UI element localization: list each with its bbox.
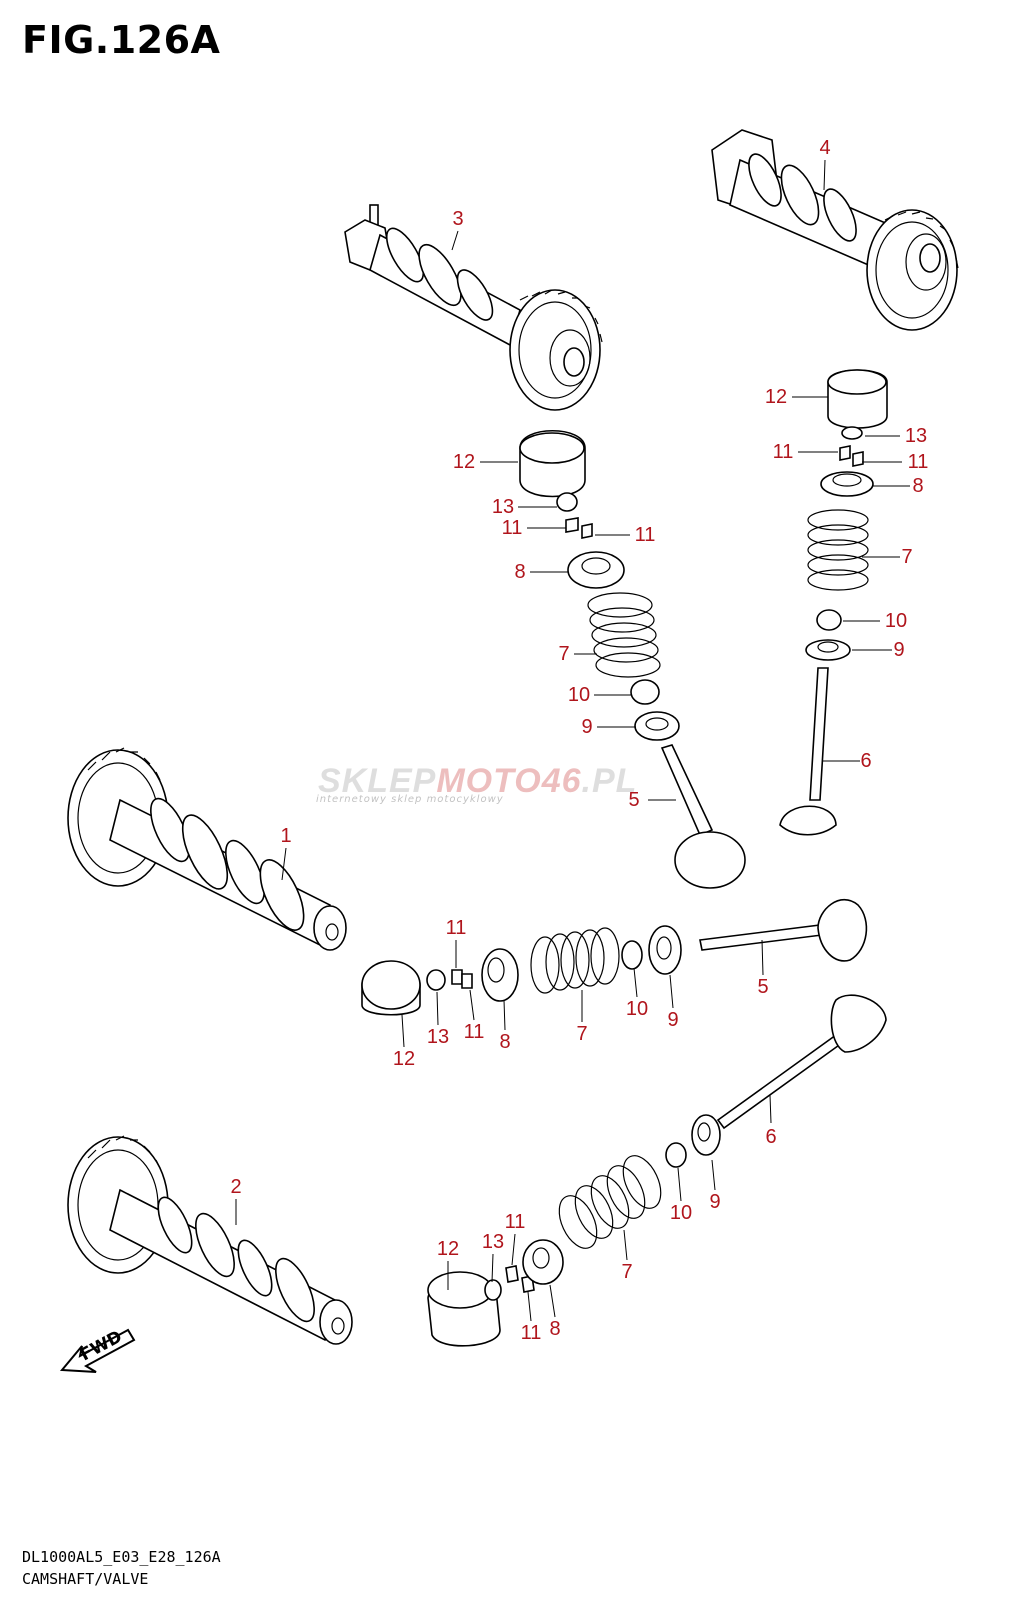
callout-number-3[interactable]: 3	[452, 208, 463, 230]
callout-number-13[interactable]: 13	[905, 425, 927, 447]
callout-leader-7	[623, 1229, 628, 1261]
callout-number-11[interactable]: 11	[505, 1211, 526, 1233]
valve-stack-c[interactable]	[361, 898, 868, 1016]
callout-number-11[interactable]: 11	[464, 1021, 485, 1043]
valve-stack-d[interactable]	[427, 994, 887, 1347]
callout-number-5[interactable]: 5	[628, 789, 639, 811]
watermark-tagline: internetowy sklep motocyklowy	[316, 794, 504, 805]
callout-number-9[interactable]: 9	[581, 716, 592, 738]
callout-leader-11	[511, 1233, 516, 1266]
watermark-brand-part1: SKLEP	[318, 762, 437, 800]
camshaft-2[interactable]	[67, 1135, 353, 1345]
callout-leader-1	[281, 847, 287, 881]
watermark-logo: SKLEPMOTO46.PL	[318, 762, 637, 801]
valve-stack-b[interactable]	[779, 369, 888, 836]
callout-number-9[interactable]: 9	[667, 1009, 678, 1031]
callout-number-2[interactable]: 2	[230, 1176, 241, 1198]
callout-number-9[interactable]: 9	[893, 639, 904, 661]
section-title: CAMSHAFT/VALVE	[22, 1570, 149, 1588]
fwd-label: FWD	[77, 1327, 126, 1366]
callout-number-7[interactable]: 7	[621, 1261, 632, 1283]
callout-number-10[interactable]: 10	[626, 998, 648, 1020]
callout-number-7[interactable]: 7	[576, 1023, 587, 1045]
callout-leader-5	[761, 939, 764, 976]
camshaft-3[interactable]	[344, 204, 603, 411]
watermark-brand-part2: MOTO46	[436, 762, 582, 800]
callout-leader-13	[491, 1253, 494, 1283]
callout-number-6[interactable]: 6	[860, 750, 871, 772]
callout-number-12[interactable]: 12	[453, 451, 475, 473]
callout-number-8[interactable]: 8	[549, 1318, 560, 1340]
callout-number-12[interactable]: 12	[765, 386, 787, 408]
callout-number-13[interactable]: 13	[482, 1231, 504, 1253]
callout-leader-12	[401, 1014, 405, 1048]
callout-number-11[interactable]: 11	[502, 517, 523, 539]
callout-leader-8	[549, 1284, 556, 1318]
camshaft-1[interactable]	[67, 747, 347, 951]
callout-number-11[interactable]: 11	[446, 917, 467, 939]
callout-number-13[interactable]: 13	[427, 1026, 449, 1048]
callout-leader-9	[711, 1159, 716, 1191]
callout-number-1[interactable]: 1	[280, 825, 291, 847]
callout-number-7[interactable]: 7	[901, 546, 912, 568]
callout-leader-8	[503, 999, 506, 1031]
callout-number-11[interactable]: 11	[635, 524, 656, 546]
callout-leader-4	[823, 159, 826, 191]
callout-number-8[interactable]: 8	[912, 475, 923, 497]
callout-number-5[interactable]: 5	[757, 976, 768, 998]
callout-leader-10	[633, 967, 638, 998]
callout-number-11[interactable]: 11	[773, 441, 794, 463]
camshaft-4[interactable]	[711, 129, 959, 331]
callout-number-7[interactable]: 7	[558, 643, 569, 665]
callout-number-6[interactable]: 6	[765, 1126, 776, 1148]
watermark-domain: .PL	[581, 762, 638, 800]
fwd-arrow-icon: FWD	[59, 1327, 136, 1373]
model-code: DL1000AL5_E03_E28_126A	[22, 1548, 221, 1566]
callout-leader-13	[436, 991, 439, 1026]
callout-number-10[interactable]: 10	[885, 610, 907, 632]
callout-number-10[interactable]: 10	[670, 1202, 692, 1224]
callout-number-4[interactable]: 4	[819, 137, 830, 159]
callout-leader-11	[469, 989, 475, 1021]
callout-number-8[interactable]: 8	[499, 1031, 510, 1053]
figure-title: FIG.126A	[22, 18, 221, 62]
callout-number-8[interactable]: 8	[514, 561, 525, 583]
callout-leader-11	[527, 1291, 532, 1322]
valve-stack-a[interactable]	[519, 430, 746, 889]
callout-number-10[interactable]: 10	[568, 684, 590, 706]
callout-number-12[interactable]: 12	[393, 1048, 415, 1070]
callout-number-11[interactable]: 11	[521, 1322, 542, 1344]
callout-leader-9	[669, 974, 674, 1009]
callout-leader-6	[769, 1094, 772, 1124]
callout-number-9[interactable]: 9	[709, 1191, 720, 1213]
callout-number-11[interactable]: 11	[908, 451, 929, 473]
callout-number-13[interactable]: 13	[492, 496, 514, 518]
callout-number-12[interactable]: 12	[437, 1238, 459, 1260]
callout-leader-3	[451, 230, 459, 251]
callout-leader-10	[677, 1167, 682, 1202]
